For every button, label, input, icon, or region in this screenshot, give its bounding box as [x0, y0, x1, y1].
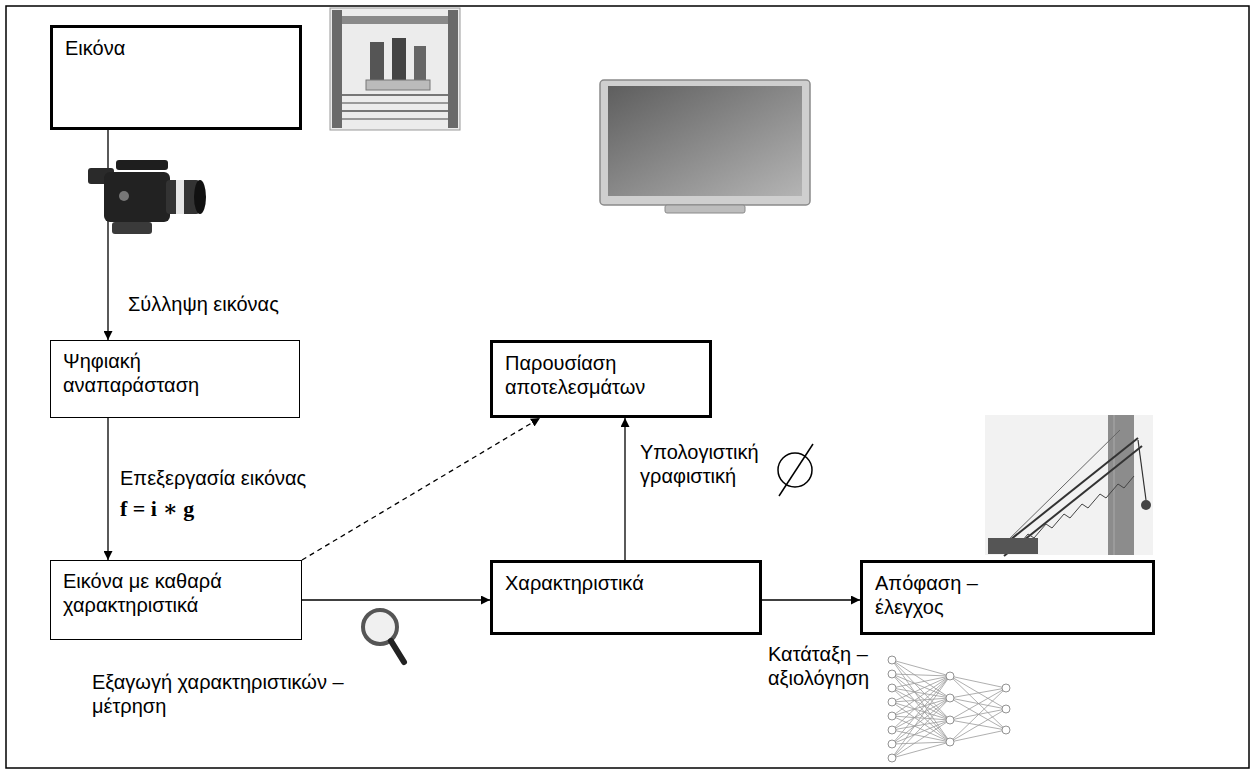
process-box: Εικόνα	[50, 25, 302, 130]
network-neuron	[1002, 705, 1010, 713]
network-link	[892, 676, 950, 744]
network-neuron	[946, 738, 954, 746]
process-box: Απόφαση – έλεγχος	[860, 560, 1155, 635]
flow-arrow	[107, 130, 108, 340]
network-link	[892, 676, 950, 730]
network-link	[892, 698, 950, 702]
edge-label: Επεξεργασία εικόνας	[120, 466, 306, 490]
edge-label: Κατάταξη – αξιολόγηση	[768, 642, 880, 690]
network-link	[892, 660, 950, 676]
network-link	[892, 698, 950, 758]
network-neuron	[888, 754, 896, 762]
flow-arrow	[107, 418, 108, 560]
box-text: Εικόνα	[65, 36, 287, 60]
network-link	[950, 688, 1006, 742]
network-link	[892, 674, 950, 676]
empty-set-symbol	[778, 444, 813, 496]
network-neuron	[888, 698, 896, 706]
network-link	[892, 660, 950, 720]
network-link	[892, 674, 950, 720]
network-link	[892, 720, 950, 758]
network-link	[950, 676, 1006, 730]
process-box: Ψηφιακή αναπαράσταση	[50, 340, 300, 418]
neural-network-icon	[888, 656, 1010, 762]
edge-label: Εξαγωγή χαρακτηριστικών – μέτρηση	[92, 670, 360, 718]
network-link	[950, 709, 1006, 742]
magnifier-icon	[363, 610, 404, 662]
network-neuron	[946, 672, 954, 680]
network-link	[892, 676, 950, 758]
network-link	[892, 676, 950, 702]
network-neuron	[888, 656, 896, 664]
flow-arrow	[624, 418, 625, 560]
edge-label: Σύλληψη εικόνας	[128, 292, 279, 316]
network-link	[950, 698, 1006, 709]
box-text: Παρουσίαση αποτελεσμάτων	[505, 351, 697, 399]
network-link	[892, 742, 950, 758]
network-link	[950, 676, 1006, 688]
network-neuron	[1002, 684, 1010, 692]
network-link	[892, 660, 950, 742]
outer-frame	[6, 6, 1249, 768]
box-text: Ψηφιακή αναπαράσταση	[63, 349, 243, 397]
box-text: Χαρακτηριστικά	[505, 571, 747, 595]
flow-arrow	[302, 599, 490, 600]
network-link	[950, 720, 1006, 730]
network-neuron	[888, 740, 896, 748]
flow-arrow	[762, 599, 860, 600]
network-neuron	[888, 712, 896, 720]
conveyor-photo	[330, 8, 460, 130]
box-text: Εικόνα με καθαρά χαρακτηριστικά	[63, 569, 289, 617]
network-link	[892, 698, 950, 744]
formula-label: f = i ∗ g	[120, 496, 194, 522]
network-link	[892, 720, 950, 744]
process-box: Χαρακτηριστικά	[490, 560, 762, 635]
network-neuron	[888, 670, 896, 678]
network-link	[950, 730, 1006, 742]
edge-label: Υπολογιστική γραφιστική	[640, 440, 772, 488]
network-link	[892, 716, 950, 742]
monitor-screen	[600, 80, 810, 213]
video-camera	[88, 160, 206, 234]
network-neuron	[1002, 726, 1010, 734]
network-neuron	[888, 726, 896, 734]
network-neuron	[946, 694, 954, 702]
network-link	[892, 660, 950, 698]
network-link	[892, 742, 950, 744]
process-box: Παρουσίαση αποτελεσμάτων	[490, 340, 712, 418]
process-box: Εικόνα με καθαρά χαρακτηριστικά	[50, 560, 302, 640]
network-neuron	[946, 716, 954, 724]
crane-photo	[985, 415, 1153, 556]
network-neuron	[888, 684, 896, 692]
network-link	[892, 698, 950, 730]
dashed-arrow	[302, 418, 540, 560]
box-text: Απόφαση – έλεγχος	[875, 571, 1005, 619]
